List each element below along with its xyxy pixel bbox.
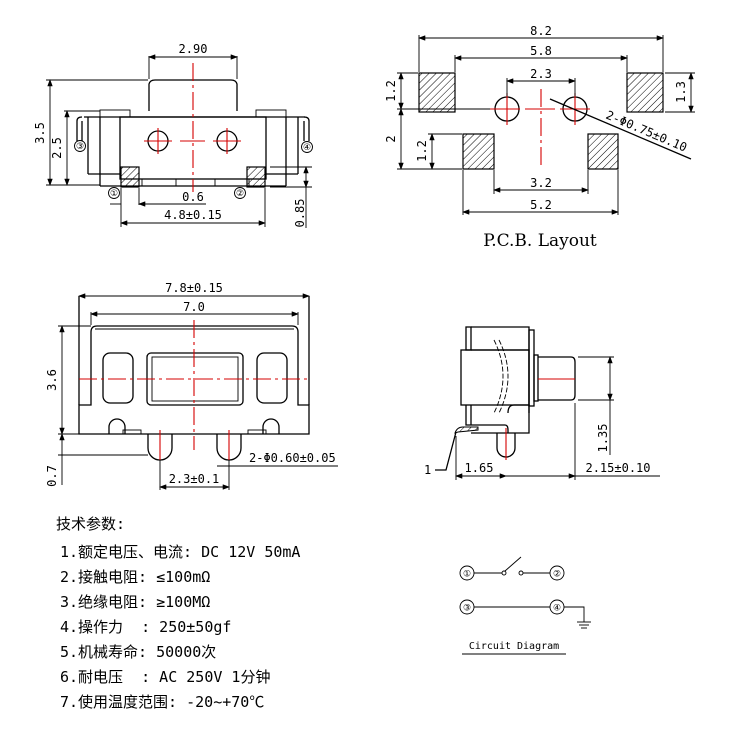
top-view: ③ ④ ① ② 2.90 3.5 2.5 0.6 4.8±0.15 0.85	[33, 42, 313, 228]
dim-right-pad-height: 1.3	[674, 81, 688, 103]
technical-specs: 技术参数: 1.额定电压、电流: DC 12V 50mA 2.接触电阻: ≤10…	[56, 512, 300, 715]
pad-1	[120, 166, 140, 188]
dim-actuator-height: 1.35	[596, 424, 610, 453]
dim-pcb-overall: 8.2	[530, 24, 552, 38]
dim-lower-inner: 3.2	[530, 176, 552, 190]
spec-rated-voltage: 1.额定电压、电流: DC 12V 50mA	[60, 543, 301, 561]
spec-mechanical-life: 5.机械寿命: 50000次	[60, 643, 217, 661]
pcb-pad-bottom-right	[587, 133, 619, 170]
spec-insulation-resistance: 3.绝缘电阻: ≥100MΩ	[60, 593, 211, 611]
spec-contact-resistance: 2.接触电阻: ≤100mΩ	[60, 568, 211, 586]
dim-post-offset: 1.65	[465, 461, 494, 475]
circuit-diagram: ① ② ③ ④ Circuit Diagram	[459, 556, 591, 655]
ground-wire	[564, 606, 585, 622]
dim-button-width: 2.90	[179, 42, 208, 56]
pin-label-3: ③	[76, 142, 84, 152]
dim-height-body: 2.5	[50, 137, 64, 159]
circuit-node-1: ①	[463, 570, 471, 580]
pcb-pad-top-right	[626, 72, 664, 113]
pin-label-4: ④	[303, 143, 311, 153]
pcb-layout-title: P.C.B. Layout	[483, 231, 597, 251]
dim-left-pad-height: 1.2	[384, 80, 398, 102]
side-view: 1 1.35 1.65 2.15±0.10	[424, 326, 660, 480]
dim-terminal-span: 4.8±0.15	[164, 208, 222, 222]
circuit-node-4: ④	[553, 604, 561, 614]
dim-post-height: 0.7	[45, 465, 59, 487]
pin-label-1: ①	[110, 189, 118, 199]
dim-actuator-travel: 2.15±0.10	[585, 461, 650, 475]
dim-pcb-inner: 5.8	[530, 44, 552, 58]
switch-contact	[504, 556, 522, 572]
dim-lower-pad-height: 1.2	[415, 140, 429, 162]
circuit-node-2: ②	[553, 570, 561, 580]
dim-lower-outer: 5.2	[530, 198, 552, 212]
dim-outer-width: 7.8±0.15	[165, 281, 223, 295]
dim-pad-gap: 0.6	[182, 190, 204, 204]
dim-height: 3.6	[45, 369, 59, 391]
window-left	[102, 352, 134, 404]
spec-operating-force: 4.操作力 : 250±50gf	[60, 618, 232, 636]
specs-heading: 技术参数:	[56, 515, 126, 533]
dim-height-total: 3.5	[33, 122, 47, 144]
spec-operating-temperature: 7.使用温度范围: -20~+70℃	[60, 693, 265, 711]
dim-inner-width: 7.0	[183, 300, 205, 314]
pin-label-2: ②	[236, 189, 244, 199]
dim-terminal-height: 0.85	[293, 199, 307, 228]
circuit-diagram-title: Circuit Diagram	[469, 641, 559, 652]
dim-hole-pitch: 2.3	[530, 67, 552, 81]
front-view: 7.8±0.15 7.0 3.6 0.7 2.3±0.1 2-Φ0.60±0.0…	[45, 281, 338, 490]
dim-post-pitch: 2.3±0.1	[169, 472, 220, 486]
dim-post-diameter: 2-Φ0.60±0.05	[249, 451, 336, 465]
circuit-node-3: ③	[463, 604, 471, 614]
dim-row-gap: 2	[384, 135, 398, 142]
pcb-pad-bottom-left	[462, 133, 495, 170]
window-right	[256, 352, 288, 404]
callout-label: 1	[424, 463, 431, 477]
spec-withstand-voltage: 6.耐电压 : AC 250V 1分钟	[60, 668, 271, 686]
pcb-layout: 8.2 5.8 2.3 1.3 1.2 2 1.2 3.2 5.2 2-Φ0.7…	[384, 24, 695, 251]
ground-icon	[577, 621, 591, 629]
pad-2	[246, 166, 266, 188]
pcb-pad-top-left	[418, 72, 456, 113]
